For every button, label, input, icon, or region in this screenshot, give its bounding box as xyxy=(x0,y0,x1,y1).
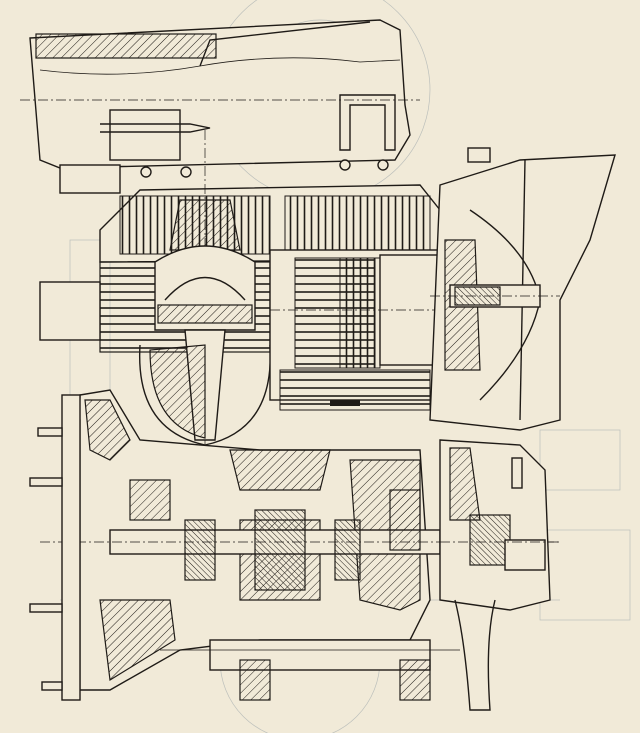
oil-cooler-block xyxy=(269,249,441,411)
crankshaft xyxy=(40,479,560,591)
oil-sump xyxy=(160,639,460,701)
cooling-fan xyxy=(429,147,616,431)
flywheel-flange xyxy=(29,394,81,701)
piston-assembly xyxy=(138,245,272,446)
output-pulley xyxy=(439,439,560,711)
air-filter-housing xyxy=(20,19,420,194)
